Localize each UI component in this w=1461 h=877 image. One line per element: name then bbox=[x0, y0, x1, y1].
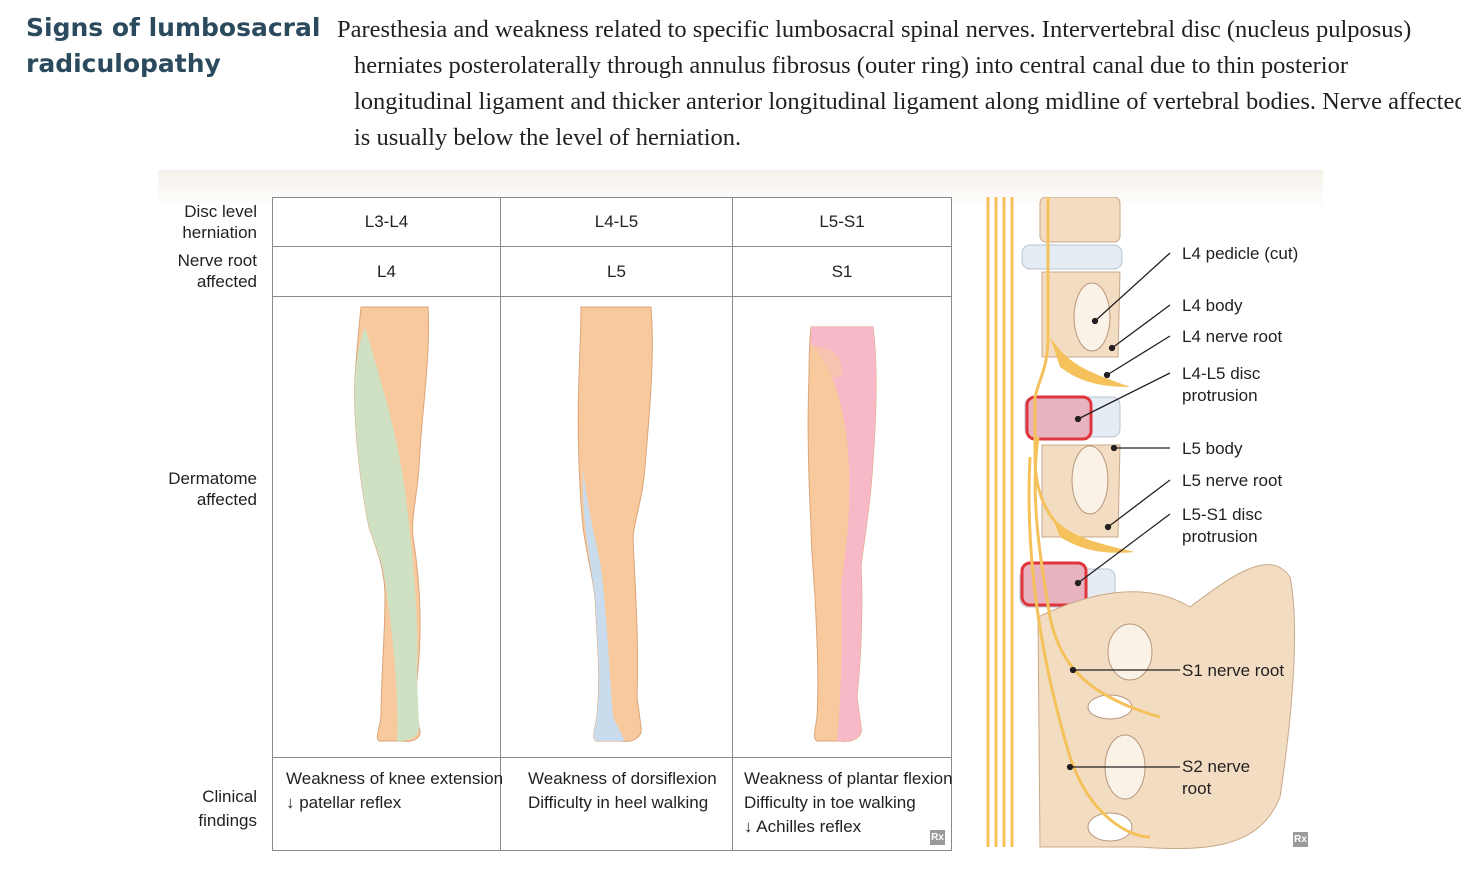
nerve-root-cell: L5 bbox=[607, 262, 626, 281]
disc-level-cell: L4-L5 bbox=[594, 212, 639, 231]
nerve-root-cell: L4 bbox=[377, 262, 396, 281]
intro-paragraph: Paresthesia and weakness related to spec… bbox=[337, 16, 1461, 151]
table-divider bbox=[732, 197, 733, 851]
leg-l5-dermatome-illustration bbox=[561, 297, 681, 742]
table-divider bbox=[272, 246, 952, 247]
label-l4-pedicle: L4 pedicle (cut) bbox=[1182, 244, 1299, 263]
clinical-findings-l4: Weakness of knee extension↓ patellar ref… bbox=[286, 769, 504, 812]
label-l4-nerve-root: L4 nerve root bbox=[1182, 327, 1283, 346]
nerve-root-cell: S1 bbox=[831, 262, 853, 281]
l4-dermatome-region bbox=[354, 327, 419, 741]
s1-dermatome-region bbox=[811, 327, 877, 742]
rx-logo: Rx bbox=[930, 830, 945, 845]
lumbosacral-spine-illustration bbox=[986, 197, 1296, 849]
leg-s1-dermatome-illustration bbox=[807, 326, 877, 742]
disc-level-cell: L5-S1 bbox=[819, 212, 865, 231]
table-divider bbox=[272, 757, 952, 758]
page-title: Signs of lumbosacral radiculopathy bbox=[26, 13, 321, 78]
rx-logo: Rx bbox=[1293, 832, 1308, 847]
l5-dermatome-region bbox=[583, 467, 625, 742]
table-divider bbox=[500, 197, 501, 851]
table-divider bbox=[272, 296, 952, 297]
label-l4-body: L4 body bbox=[1182, 296, 1243, 315]
leg-l4-dermatome-illustration bbox=[333, 297, 453, 742]
label-s1-nerve-root: S1 nerve root bbox=[1182, 661, 1285, 680]
label-l5-nerve-root: L5 nerve root bbox=[1182, 471, 1283, 490]
label-l5-body: L5 body bbox=[1182, 439, 1243, 458]
disc-level-cell: L3-L4 bbox=[364, 212, 409, 231]
